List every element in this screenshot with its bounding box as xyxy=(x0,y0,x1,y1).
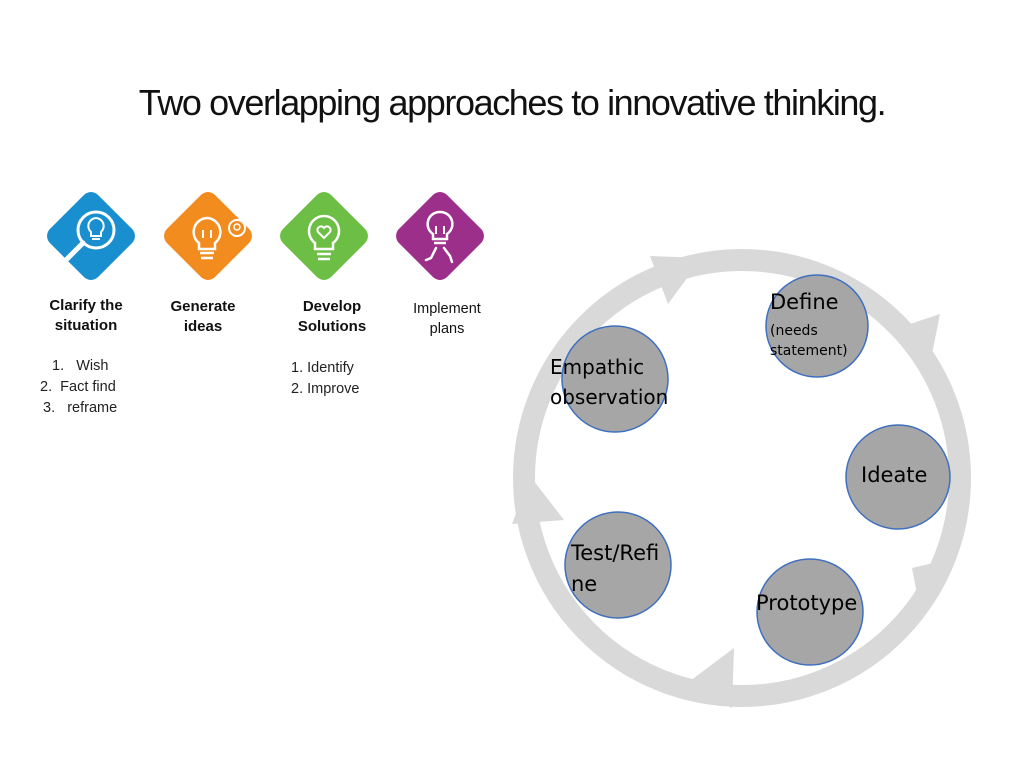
list-marker: 3. xyxy=(43,400,56,416)
generate-diamond xyxy=(155,178,261,294)
clarify-label-line1: Clarify the xyxy=(49,297,123,314)
cycle-ring xyxy=(512,249,971,708)
design-thinking-cycle: Define (needs statement) Empathic observ… xyxy=(500,238,1000,738)
prototype-node xyxy=(756,558,864,666)
implement-label: Implement plans xyxy=(392,299,502,339)
ideate-label: Ideate xyxy=(861,463,928,487)
test-label-line2: ne xyxy=(571,572,598,596)
define-sublabel: (needs statement) xyxy=(770,321,848,361)
list-item: 1. Identify xyxy=(291,360,354,376)
define-sublabel-line2: statement) xyxy=(770,343,848,359)
list-marker: 1. xyxy=(52,358,65,374)
develop-label-line1: Develop xyxy=(302,298,362,315)
list-item: 1. Wish xyxy=(52,356,117,377)
clarify-label-line2: situation xyxy=(54,317,118,334)
develop-diamond xyxy=(271,178,377,294)
test-label-line1: Test/Refi xyxy=(571,541,660,565)
define-sublabel-line1: (needs xyxy=(770,323,818,339)
generate-label-line2: ideas xyxy=(183,318,223,335)
develop-label-line2: Solutions xyxy=(297,318,367,335)
list-item: 2. Improve xyxy=(291,381,360,397)
implement-label-line1: Implement xyxy=(413,301,481,317)
list-item: 3. reframe xyxy=(43,398,117,419)
empathic-label-line2: observation xyxy=(550,385,669,409)
define-node xyxy=(765,274,869,378)
walking-lightbulb-icon xyxy=(396,192,484,280)
list-item: 2. Fact find xyxy=(40,377,117,398)
generate-label: Generate ideas xyxy=(150,297,256,337)
generate-label-line1: Generate xyxy=(170,298,236,315)
develop-list: 1. Identify 2. Improve xyxy=(291,358,360,400)
list-item-text: Wish xyxy=(76,358,109,374)
lightbulb-heart-icon xyxy=(280,192,368,280)
define-label: Define xyxy=(770,290,839,314)
empathic-label: Empathic observation xyxy=(550,352,668,412)
implement-label-line2: plans xyxy=(429,321,465,337)
implement-diamond xyxy=(387,178,493,294)
magnifier-lightbulb-icon xyxy=(47,192,135,280)
clarify-list: 1. Wish 2. Fact find 3. reframe xyxy=(40,356,117,419)
develop-label: Develop Solutions xyxy=(272,297,392,337)
prototype-label: Prototype xyxy=(756,591,858,615)
list-marker: 2. xyxy=(40,379,53,395)
empathic-label-line1: Empathic xyxy=(550,355,645,379)
empathic-node xyxy=(561,325,669,433)
slide-title: Two overlapping approaches to innovative… xyxy=(138,82,887,123)
clarify-diamond xyxy=(38,178,144,294)
ideate-node xyxy=(845,424,951,530)
list-item-text: reframe xyxy=(67,400,118,416)
clarify-label: Clarify the situation xyxy=(30,296,142,336)
list-item-text: Fact find xyxy=(60,379,116,395)
test-node xyxy=(564,511,672,619)
lightbulb-thought-icon xyxy=(164,192,252,280)
test-label: Test/Refi ne xyxy=(571,538,659,600)
